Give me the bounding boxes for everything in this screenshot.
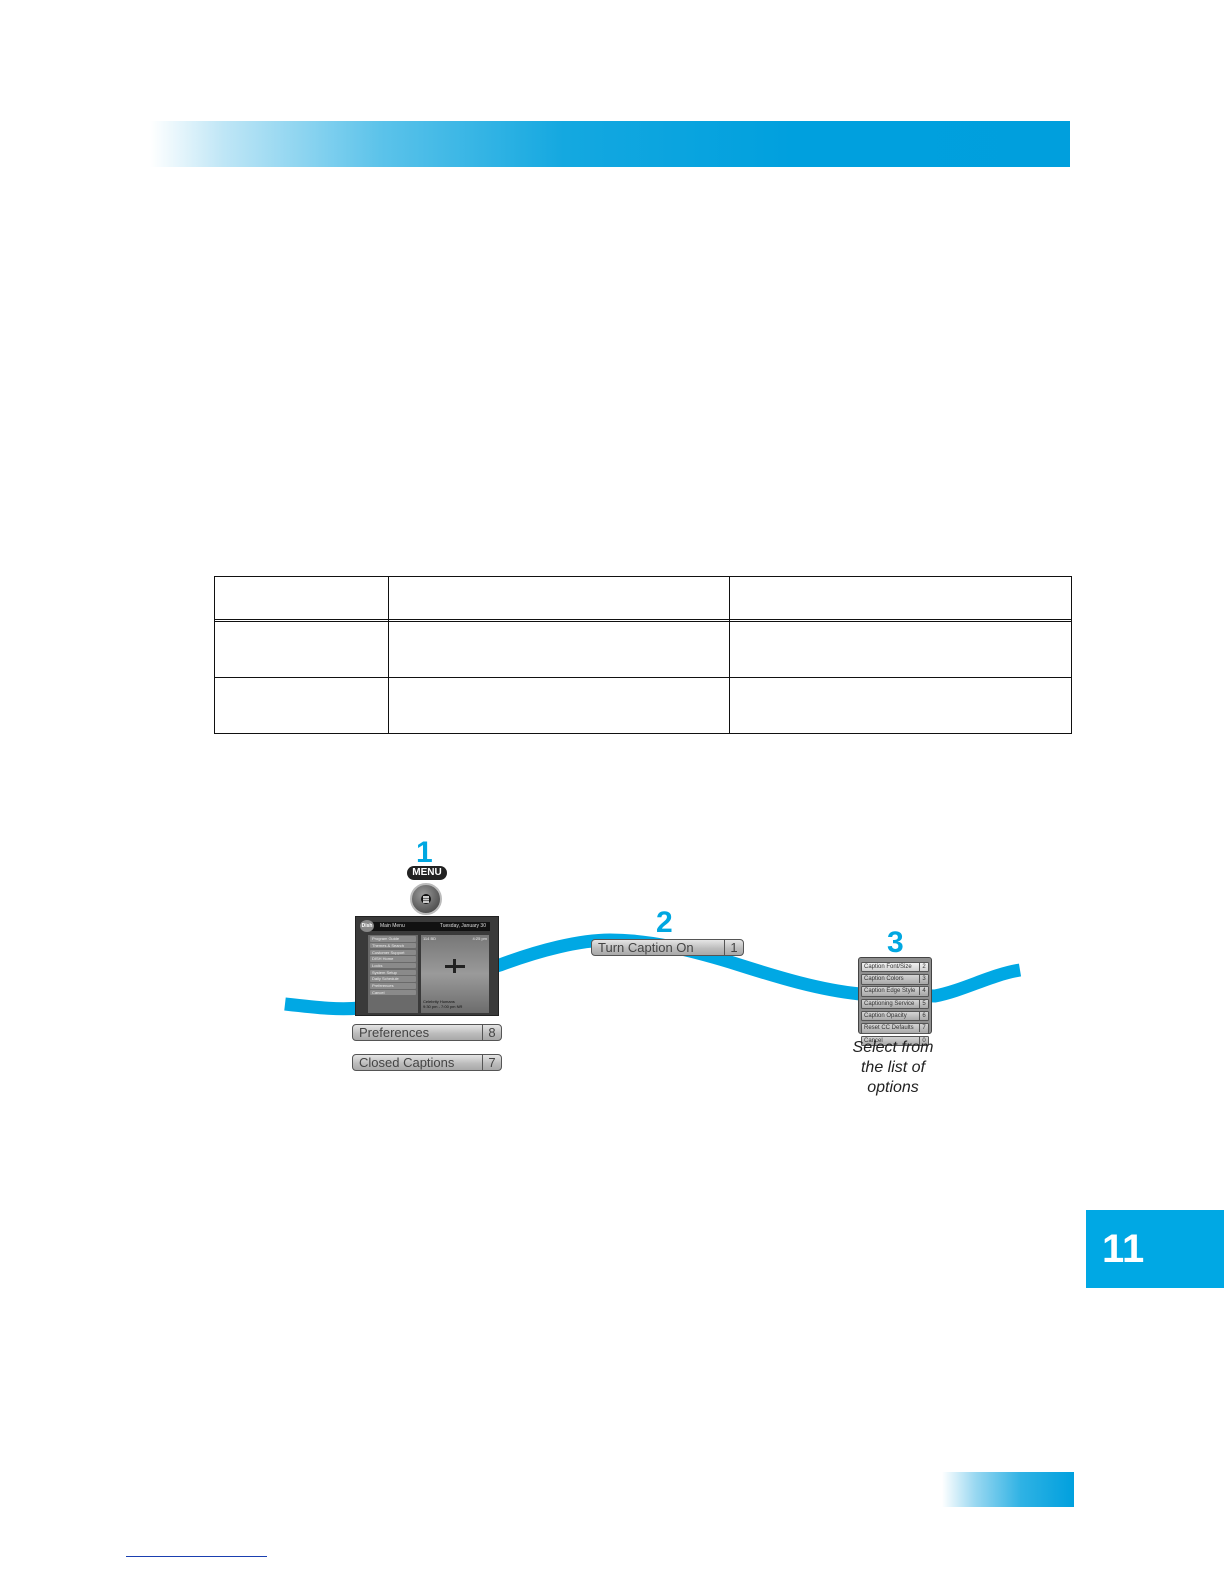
step-1-number: 1 bbox=[416, 836, 433, 869]
header-banner bbox=[150, 121, 1070, 167]
preview-program-time: 9:30 pm - 7:00 pm NR bbox=[423, 1004, 463, 1009]
dish-logo-icon: Dish bbox=[360, 920, 374, 932]
caption-option-number: 6 bbox=[919, 1011, 928, 1020]
table-cell bbox=[214, 677, 389, 734]
caption-option-label: Caption Font/Size bbox=[864, 963, 912, 970]
main-menu-title: Main Menu bbox=[380, 923, 405, 929]
preview-program: Celebrity Humans bbox=[423, 999, 455, 1004]
caption-option-number: 2 bbox=[919, 962, 928, 971]
table-cell bbox=[388, 576, 730, 620]
preferences-bar: Preferences 8 bbox=[352, 1024, 502, 1041]
step-3-number: 3 bbox=[887, 926, 904, 959]
turn-caption-on-number: 1 bbox=[724, 940, 743, 955]
preferences-number: 8 bbox=[482, 1025, 501, 1040]
main-menu-item: Preferences bbox=[370, 983, 416, 989]
main-menu-screenshot: Main Menu Tuesday, January 30 Dish Progr… bbox=[355, 916, 499, 1016]
caption-option-label: Reset CC Defaults bbox=[864, 1025, 914, 1032]
main-menu-item: DISH Home bbox=[370, 956, 416, 962]
caption-option: Captioning Service 5 bbox=[861, 998, 929, 1010]
caption-options-menu: Caption Font/Size 2 Caption Colors 3 Capti… bbox=[858, 957, 932, 1047]
note-line: Select from bbox=[852, 1039, 934, 1056]
main-menu-item: Program Guide bbox=[370, 936, 416, 942]
closed-captions-label: Closed Captions bbox=[359, 1055, 455, 1070]
caption-option-label: Captioning Service bbox=[864, 1000, 915, 1007]
closed-captions-bar: Closed Captions 7 bbox=[352, 1054, 502, 1071]
caption-option-label: Caption Opacity bbox=[864, 1012, 907, 1019]
closed-captions-number: 7 bbox=[482, 1055, 501, 1070]
footer-link-underline[interactable] bbox=[126, 1556, 267, 1557]
options-table bbox=[214, 576, 1072, 734]
caption-option: Reset CC Defaults 7 bbox=[861, 1023, 929, 1034]
caption-option-number: 0 bbox=[919, 1036, 928, 1045]
caption-option-number: 7 bbox=[919, 1024, 928, 1033]
caption-option-number: 4 bbox=[919, 987, 928, 996]
main-menu-item: Themes & Search bbox=[370, 942, 416, 949]
main-menu-item: Cancel bbox=[370, 989, 416, 996]
preview-channel: 114 BD bbox=[423, 936, 437, 941]
caption-option: Cancel 0 bbox=[861, 1035, 929, 1047]
menu-lines-icon bbox=[421, 894, 431, 904]
caption-option: Caption Colors 3 bbox=[861, 974, 929, 985]
main-menu-item: System Setup bbox=[370, 969, 416, 976]
turn-caption-on-label: Turn Caption On bbox=[598, 940, 694, 955]
main-menu-preview: 114 BD 4:25 pm Celebrity Humans 9:30 pm … bbox=[421, 935, 489, 1013]
airplane-icon bbox=[445, 959, 465, 973]
step-2-number: 2 bbox=[656, 906, 673, 939]
caption-option: Caption Font/Size 2 bbox=[861, 961, 929, 973]
note-line: options bbox=[867, 1079, 919, 1096]
caption-option-label: Caption Edge Style bbox=[864, 988, 916, 995]
main-menu-titlebar: Main Menu Tuesday, January 30 bbox=[366, 922, 490, 931]
main-menu-item: Customer Support bbox=[370, 949, 416, 956]
chapter-tab: 11 bbox=[1086, 1210, 1224, 1288]
preferences-label: Preferences bbox=[359, 1025, 430, 1040]
table-cell bbox=[729, 677, 1072, 734]
menu-button-icon[interactable] bbox=[410, 883, 442, 915]
main-menu-date: Tuesday, January 30 bbox=[439, 923, 486, 929]
main-menu-item: Locks bbox=[370, 962, 416, 969]
table-cell bbox=[214, 576, 389, 620]
preview-time: 4:25 pm bbox=[472, 936, 487, 941]
main-menu-item: Daily Schedule bbox=[370, 976, 416, 982]
caption-option-label: Caption Colors bbox=[864, 976, 904, 983]
caption-option-label: Cancel bbox=[864, 1037, 883, 1044]
caption-option-number: 5 bbox=[919, 999, 928, 1008]
note-line: the list of bbox=[860, 1059, 926, 1076]
select-options-note: Select from the list of options bbox=[838, 1038, 948, 1098]
caption-option: Caption Opacity 6 bbox=[861, 1010, 929, 1022]
footer-banner bbox=[942, 1472, 1074, 1507]
main-menu-list: Program Guide Themes & Search Customer S… bbox=[368, 935, 418, 1013]
menu-label: MENU bbox=[407, 866, 447, 880]
caption-option-number: 3 bbox=[919, 975, 928, 984]
turn-caption-on-bar: Turn Caption On 1 bbox=[591, 939, 744, 956]
table-row bbox=[214, 677, 1072, 734]
